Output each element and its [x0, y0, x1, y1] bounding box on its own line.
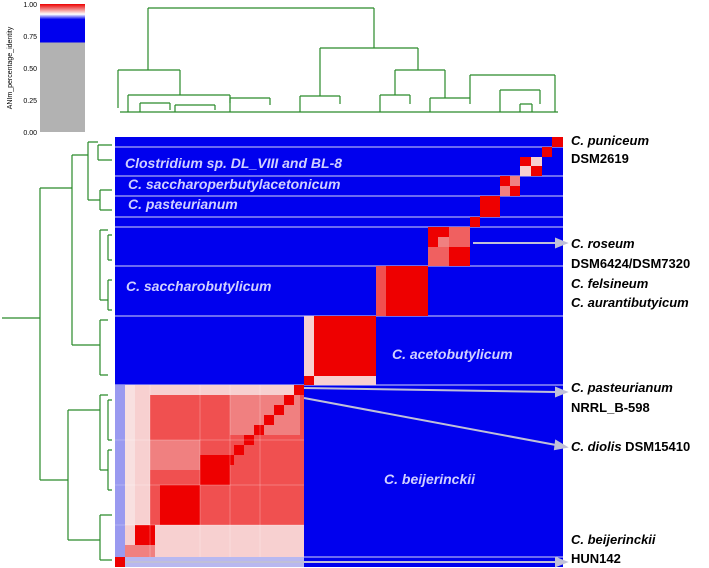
heatmap-grid	[115, 385, 304, 557]
heatmap-block	[125, 545, 155, 557]
heatmap: Clostridium sp. DL_VIII and BL-8 C. sacc…	[115, 137, 563, 567]
heatmap-block	[449, 247, 470, 266]
annotation-arrows	[125, 237, 569, 568]
heatmap-block	[150, 440, 200, 470]
colorbar-gradient	[40, 4, 85, 132]
heatmap-label: C. acetobutylicum	[392, 346, 513, 362]
heatmap-block	[480, 196, 500, 217]
colorbar-tick-label: 0.00	[23, 130, 37, 137]
side-label: C. felsineum	[571, 276, 649, 291]
heatmap-block	[470, 217, 480, 227]
heatmap-label: C. saccharobutylicum	[126, 278, 272, 294]
side-label: DSM6424/DSM7320	[571, 256, 690, 271]
left-dendrogram	[2, 141, 112, 561]
heatmap-label: C. saccharoperbutylacetonicum	[128, 176, 340, 192]
heatmap-block	[160, 485, 200, 525]
heatmap-block	[531, 166, 542, 176]
colorbar-tick-label: 0.50	[23, 66, 37, 73]
heatmap-block	[438, 237, 449, 247]
side-label: C. diolis DSM15410	[571, 439, 690, 454]
heatmap-block	[376, 266, 386, 316]
side-label: C. roseum	[571, 236, 635, 251]
colorbar-tick-label: 1.00	[23, 2, 37, 9]
top-dendrogram	[117, 7, 558, 113]
colorbar: ANIm_percentage_identity 0.00 0.25 0.50 …	[7, 2, 85, 137]
heatmap-diagonal	[224, 385, 304, 465]
heatmap-label: Clostridium sp. DL_VIII and BL-8	[125, 155, 342, 171]
side-label: HUN142	[571, 551, 621, 566]
side-label: C. beijerinckii	[571, 532, 656, 547]
side-label: C. puniceum	[571, 133, 649, 148]
heatmap-block	[520, 157, 531, 166]
colorbar-label: ANIm_percentage_identity	[7, 26, 14, 109]
heatmap-block	[314, 316, 376, 376]
side-label: C. pasteurianum	[571, 380, 673, 395]
heatmap-block	[552, 137, 563, 147]
side-label: DSM2619	[571, 151, 629, 166]
heatmap-block	[115, 557, 125, 567]
heatmap-block	[542, 147, 552, 157]
heatmap-label: C. beijerinckii	[384, 471, 476, 487]
colorbar-tick-label: 0.75	[23, 34, 37, 41]
heatmap-block	[115, 385, 125, 557]
heatmap-block	[135, 525, 155, 545]
heatmap-block	[500, 176, 510, 186]
side-label: NRRL_B-598	[571, 400, 650, 415]
colorbar-tick-label: 0.25	[23, 98, 37, 105]
heatmap-block	[125, 385, 135, 525]
side-label: C. aurantibutyicum	[571, 295, 689, 310]
heatmap-block	[510, 186, 520, 196]
side-labels: C. puniceum DSM2619 C. roseum DSM6424/DS…	[571, 133, 690, 566]
heatmap-label: C. pasteurianum	[128, 196, 238, 212]
heatmap-block	[304, 376, 314, 385]
